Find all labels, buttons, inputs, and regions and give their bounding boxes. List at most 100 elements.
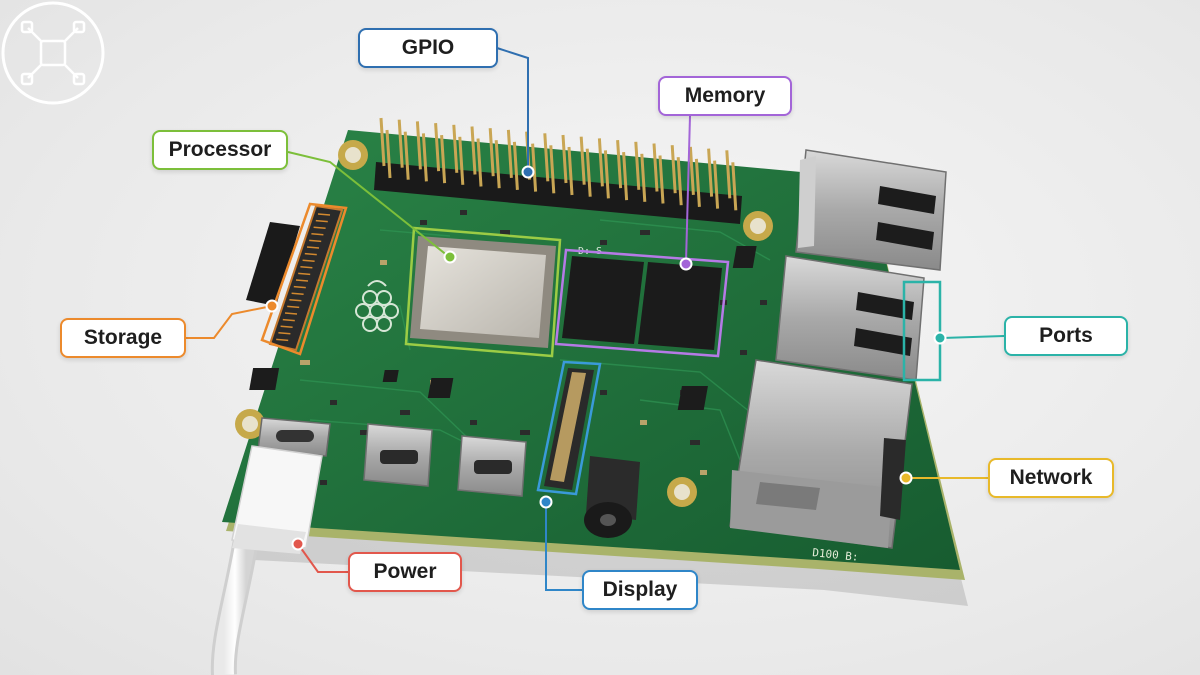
storage-pin bbox=[302, 259, 315, 262]
gpio-pin bbox=[379, 117, 386, 167]
gpio-pin bbox=[634, 141, 641, 190]
gpio-pin bbox=[476, 138, 483, 187]
leader-dots bbox=[265, 165, 947, 551]
ports-label-text: Ports bbox=[1039, 324, 1093, 347]
gpio-pin bbox=[421, 133, 428, 182]
display-outline bbox=[536, 360, 602, 496]
gpio-pin bbox=[585, 148, 592, 197]
display-label-text: Display bbox=[602, 578, 678, 601]
gpio-pin bbox=[616, 140, 623, 189]
storage-pin bbox=[306, 246, 320, 249]
power-port bbox=[257, 417, 331, 457]
gpio-pin bbox=[670, 145, 677, 194]
gpio-pin bbox=[434, 123, 441, 172]
storage-pin bbox=[284, 312, 298, 315]
mounting-holes bbox=[235, 140, 773, 507]
smd-component bbox=[700, 470, 707, 475]
ports-label: Ports bbox=[1004, 316, 1128, 356]
gpio-label: GPIO bbox=[358, 28, 498, 68]
ethernet-port bbox=[729, 359, 913, 549]
smd-component bbox=[460, 210, 467, 215]
gpio-pin bbox=[494, 140, 501, 189]
audio-jack bbox=[584, 456, 640, 538]
gpio-pin bbox=[531, 143, 538, 192]
power-label-text: Power bbox=[373, 560, 437, 583]
memory-leader bbox=[685, 115, 691, 263]
smd-component bbox=[360, 430, 367, 435]
smd-component bbox=[520, 430, 530, 435]
smd-component bbox=[600, 240, 607, 245]
storage-label-text: Storage bbox=[83, 326, 163, 349]
power-cable bbox=[210, 445, 323, 675]
gpio-pin bbox=[506, 129, 513, 178]
gpio-pin bbox=[640, 153, 647, 202]
gpio-pin bbox=[458, 136, 465, 185]
gpio-label-text: GPIO bbox=[401, 36, 455, 59]
gpio-pin bbox=[725, 150, 732, 199]
power-leader bbox=[297, 543, 348, 573]
smd-component bbox=[320, 480, 327, 485]
storage-pin bbox=[295, 279, 309, 282]
smd-component bbox=[690, 440, 700, 445]
silkscreen-text: D100 B: bbox=[812, 546, 859, 564]
processor-chip bbox=[410, 236, 556, 348]
gpio-pin bbox=[676, 157, 683, 206]
smd-component bbox=[640, 230, 650, 235]
gpio-pin bbox=[543, 133, 550, 182]
storage-pin bbox=[282, 318, 295, 322]
processor-leader bbox=[287, 151, 449, 257]
gpio-pin bbox=[707, 148, 714, 197]
storage-slot bbox=[246, 204, 344, 352]
storage-pin bbox=[311, 233, 324, 236]
memory-label-text: Memory bbox=[684, 84, 766, 107]
network-label-text: Network bbox=[1009, 466, 1093, 489]
storage-pin bbox=[280, 325, 293, 328]
storage-label: Storage bbox=[60, 318, 186, 358]
gpio-pin bbox=[713, 160, 720, 209]
ic-chips bbox=[249, 246, 757, 410]
processor-label-text: Processor bbox=[168, 138, 272, 161]
display-label: Display bbox=[582, 570, 698, 610]
smd-component bbox=[330, 400, 337, 405]
processor-label: Processor bbox=[152, 130, 288, 170]
storage-pin bbox=[309, 239, 322, 243]
storage-pin bbox=[304, 252, 317, 256]
memory-label: Memory bbox=[658, 76, 792, 116]
gpio-pin bbox=[549, 145, 556, 194]
display-leader bbox=[545, 502, 582, 591]
gpio-pin bbox=[622, 152, 629, 201]
storage-pin bbox=[315, 219, 328, 223]
gpio-pin bbox=[688, 146, 695, 195]
usb-ports bbox=[775, 149, 947, 381]
highlight-outlines bbox=[260, 202, 942, 496]
display-connector bbox=[544, 368, 594, 490]
storage-pin bbox=[313, 226, 326, 229]
gpio-pin bbox=[415, 121, 422, 170]
storage-pin bbox=[293, 285, 306, 289]
gpio-pin bbox=[440, 135, 447, 184]
storage-pin bbox=[300, 266, 313, 269]
gpio-pin bbox=[658, 155, 665, 204]
hdmi-ports bbox=[363, 423, 527, 497]
ports-leader bbox=[941, 335, 1005, 339]
gpio-pin bbox=[470, 126, 477, 175]
gpio-pin bbox=[397, 119, 404, 168]
smd-component bbox=[600, 390, 607, 395]
gpio-pin bbox=[579, 136, 586, 185]
gpio-pin bbox=[731, 162, 738, 211]
smd-component bbox=[640, 420, 647, 425]
gpio-pin bbox=[652, 143, 659, 192]
gpio-pin bbox=[561, 134, 568, 184]
gpio-pin bbox=[385, 129, 392, 179]
ports-outline bbox=[902, 280, 942, 382]
power-label: Power bbox=[348, 552, 462, 592]
storage-leader bbox=[186, 305, 273, 339]
raspberry-logo-icon bbox=[355, 280, 399, 332]
gpio-pin bbox=[452, 124, 459, 173]
smd-component bbox=[380, 260, 387, 265]
gpio-pin bbox=[488, 128, 495, 177]
gpio-leader bbox=[496, 47, 529, 172]
gpio-pin bbox=[512, 141, 519, 190]
